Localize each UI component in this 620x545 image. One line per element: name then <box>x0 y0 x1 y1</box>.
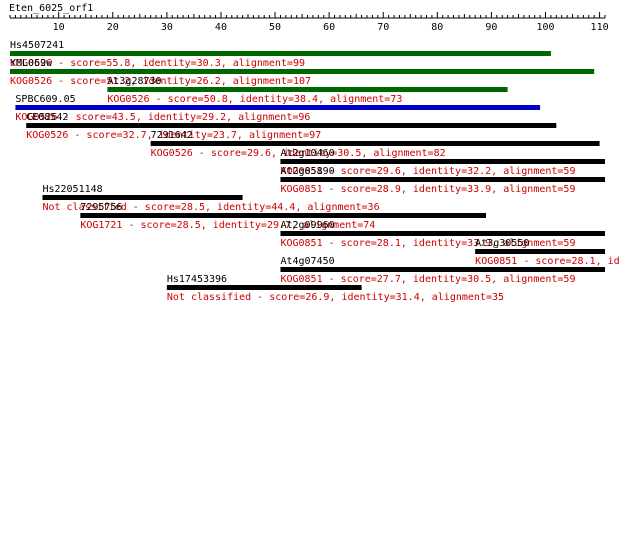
hit-description: KOG0851 - score=28.1, identity=33.9, ali… <box>280 238 575 249</box>
tick-label: 70 <box>377 22 389 33</box>
tick-label: 50 <box>269 22 281 33</box>
hit-name[interactable]: Hs17453396 <box>167 274 227 285</box>
hit-name[interactable]: At2g09960 <box>280 220 334 231</box>
alignment-bar[interactable] <box>10 69 595 74</box>
hit-name[interactable]: Hs22051148 <box>42 184 102 195</box>
hit-description: KOG0526 - score=29.6, identity=30.5, ali… <box>151 148 446 159</box>
hit-name[interactable]: CE08542 <box>26 112 68 123</box>
hit-name[interactable]: At3g28730 <box>107 76 161 87</box>
query-title: Eten_6025_orf1 <box>9 3 93 14</box>
hit-description: KOG0526 - score=51.2, identity=26.2, ali… <box>10 76 311 87</box>
alignment-bar[interactable] <box>107 87 508 92</box>
hit-description: KOG1721 - score=28.5, identity=29.7, ali… <box>80 220 375 231</box>
tick-label: 100 <box>536 22 554 33</box>
hit-description: Not classified - score=28.5, identity=44… <box>42 202 379 213</box>
hit-name[interactable]: Hs4507241 <box>10 40 64 51</box>
hit-description: KOG0526 - score=50.8, identity=38.4, ali… <box>107 94 402 105</box>
tick-label: 40 <box>215 22 227 33</box>
position-axis: 10 20 30 40 50 60 70 80 90 100 110 <box>9 12 609 33</box>
hit-name[interactable]: At2g05890 <box>280 166 334 177</box>
tick-label: 90 <box>485 22 497 33</box>
hit-description: KOG0851 - score=28.9, identity=33.9, ali… <box>280 184 575 195</box>
hit-name[interactable]: At4g07450 <box>280 256 334 267</box>
hit-name[interactable]: 7295756 <box>80 202 122 213</box>
tick-label: 20 <box>107 22 119 33</box>
tick-label: 110 <box>591 22 609 33</box>
hit-description: KOG0851 - score=28.1, identi <box>475 256 620 267</box>
alignment-bar[interactable] <box>80 213 487 218</box>
hit-name[interactable]: YML069w <box>10 58 53 69</box>
alignment-bar[interactable] <box>15 105 541 110</box>
alignment-bar[interactable] <box>280 159 605 164</box>
alignment-bar[interactable] <box>475 249 605 254</box>
alignment-bar[interactable] <box>280 267 605 272</box>
tick-label: 80 <box>431 22 443 33</box>
alignment-bar[interactable] <box>26 123 557 128</box>
alignment-bar[interactable] <box>280 231 605 236</box>
tick-label: 10 <box>53 22 65 33</box>
alignment-bar[interactable] <box>166 285 362 290</box>
hit-name[interactable]: At2g10460 <box>280 148 334 159</box>
alignment-bar[interactable] <box>42 195 243 200</box>
hit-description: KOG0526 - score=43.5, identity=29.2, ali… <box>15 112 310 123</box>
alignment-bar[interactable] <box>150 141 600 146</box>
hit-description: KOG0526 - score=55.8, identity=30.3, ali… <box>10 58 305 69</box>
hit-name[interactable]: SPBC609.05 <box>15 94 75 105</box>
hit-name[interactable]: At3g30550 <box>475 238 529 249</box>
hit-description: Not classified - score=26.9, identity=31… <box>167 292 504 303</box>
tick-label: 60 <box>323 22 335 33</box>
tick-label: 30 <box>161 22 173 33</box>
alignment-bar[interactable] <box>280 177 605 182</box>
hit-description: KOG0526 - score=32.7, identity=23.7, ali… <box>26 130 321 141</box>
hit-description: KOG0851 - score=27.7, identity=30.5, ali… <box>280 274 575 285</box>
alignment-bar[interactable] <box>10 51 551 56</box>
hit-name[interactable]: 7291642 <box>151 130 193 141</box>
hit-description: KOG0851 - score=29.6, identity=32.2, ali… <box>280 166 575 177</box>
